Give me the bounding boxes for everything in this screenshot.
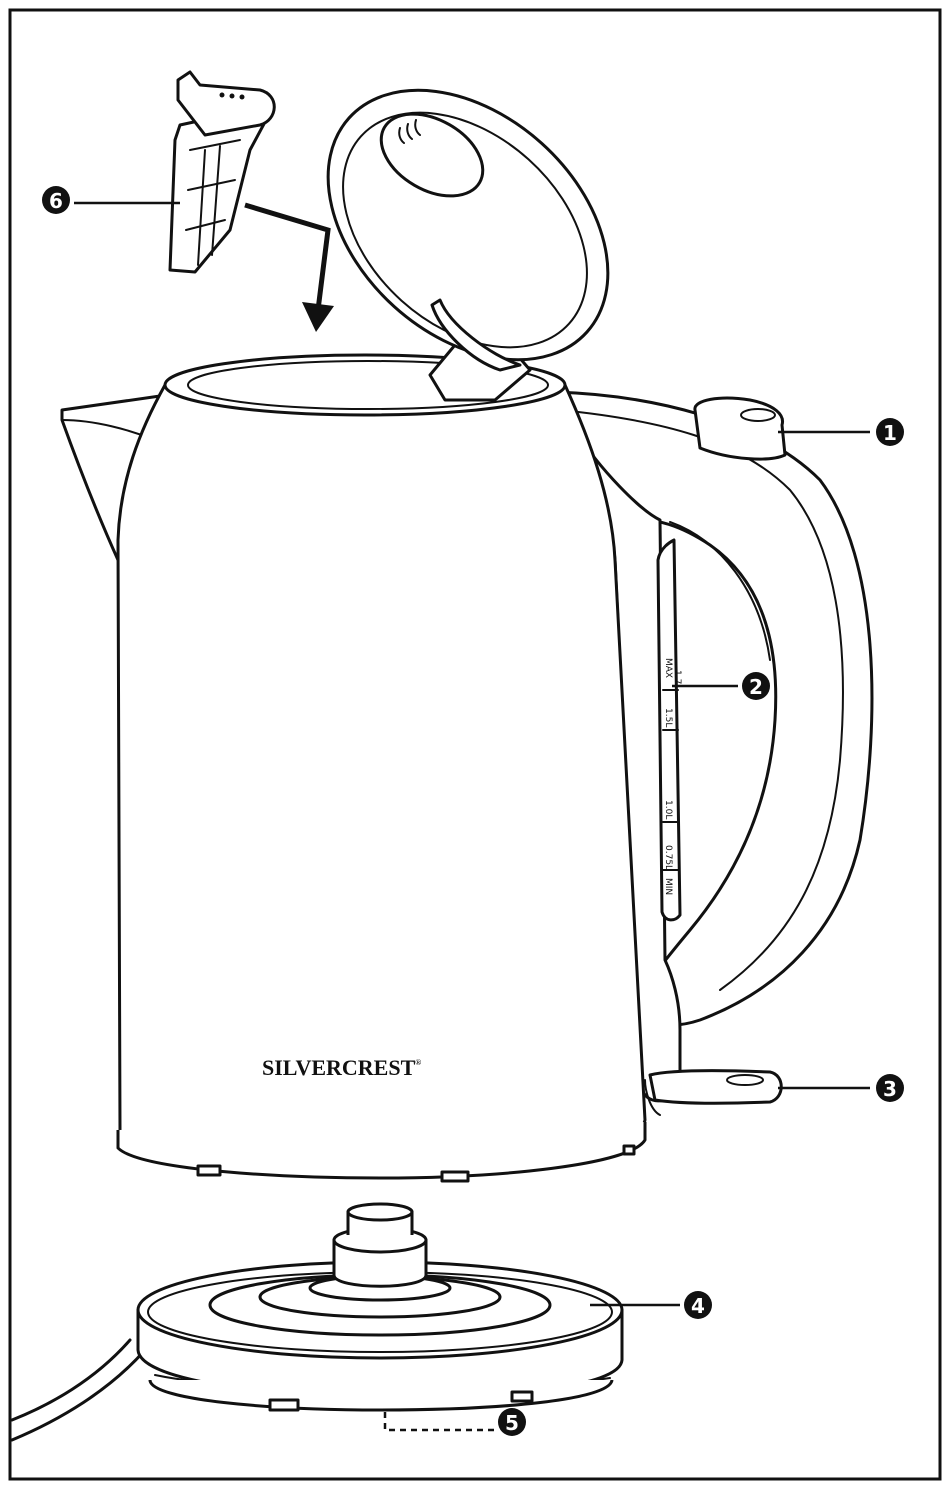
kettle-foot-2 [442, 1172, 468, 1181]
callout-4-label: 4 [691, 1294, 705, 1318]
callout-5-badge: 5 [498, 1408, 526, 1436]
scale-min-value: 0.75L [663, 845, 673, 870]
base-foot-right [512, 1392, 532, 1401]
kettle-foot-1 [198, 1166, 220, 1175]
callout-4-badge: 4 [684, 1291, 712, 1319]
scale-mark-2: 1.0L [663, 800, 673, 819]
base-station [12, 1204, 622, 1440]
base-connector-pin-top [348, 1204, 412, 1220]
cable-storage-indicator [385, 1412, 495, 1430]
power-switch [650, 1071, 781, 1104]
callout-6-label: 6 [49, 189, 63, 213]
filter-insert-arrow [245, 205, 328, 310]
lid-release-button [695, 398, 785, 459]
scale-mark-1: 1.5L [663, 708, 673, 727]
scale-min-label: MIN [663, 878, 673, 895]
callout-1-badge: 1 [876, 418, 904, 446]
brand-part1: SILVER [262, 1055, 343, 1080]
kettle-body [118, 385, 645, 1165]
limescale-filter [170, 72, 334, 332]
filter-dot-3 [240, 95, 245, 100]
filter-insert-arrowhead [302, 302, 334, 332]
filter-dot-2 [230, 94, 235, 99]
callout-3-label: 3 [883, 1077, 897, 1101]
filter-dot-1 [220, 93, 225, 98]
scale-max-label: MAX [663, 658, 673, 678]
base-foot-left [270, 1400, 298, 1410]
callout-3-badge: 3 [876, 1074, 904, 1102]
kettle-foot-3 [624, 1146, 634, 1154]
base-foot-band [150, 1380, 612, 1410]
brand-part2: CREST [342, 1055, 416, 1080]
callout-6-badge: 6 [42, 186, 70, 214]
callout-2-badge: 2 [742, 672, 770, 700]
callout-1-label: 1 [883, 421, 897, 445]
brand-logo: SILVERCREST® [262, 1055, 421, 1080]
callout-2-label: 2 [749, 675, 763, 699]
power-cord [12, 1350, 145, 1440]
callout-5-label: 5 [505, 1411, 519, 1435]
brand-registered: ® [415, 1058, 421, 1067]
